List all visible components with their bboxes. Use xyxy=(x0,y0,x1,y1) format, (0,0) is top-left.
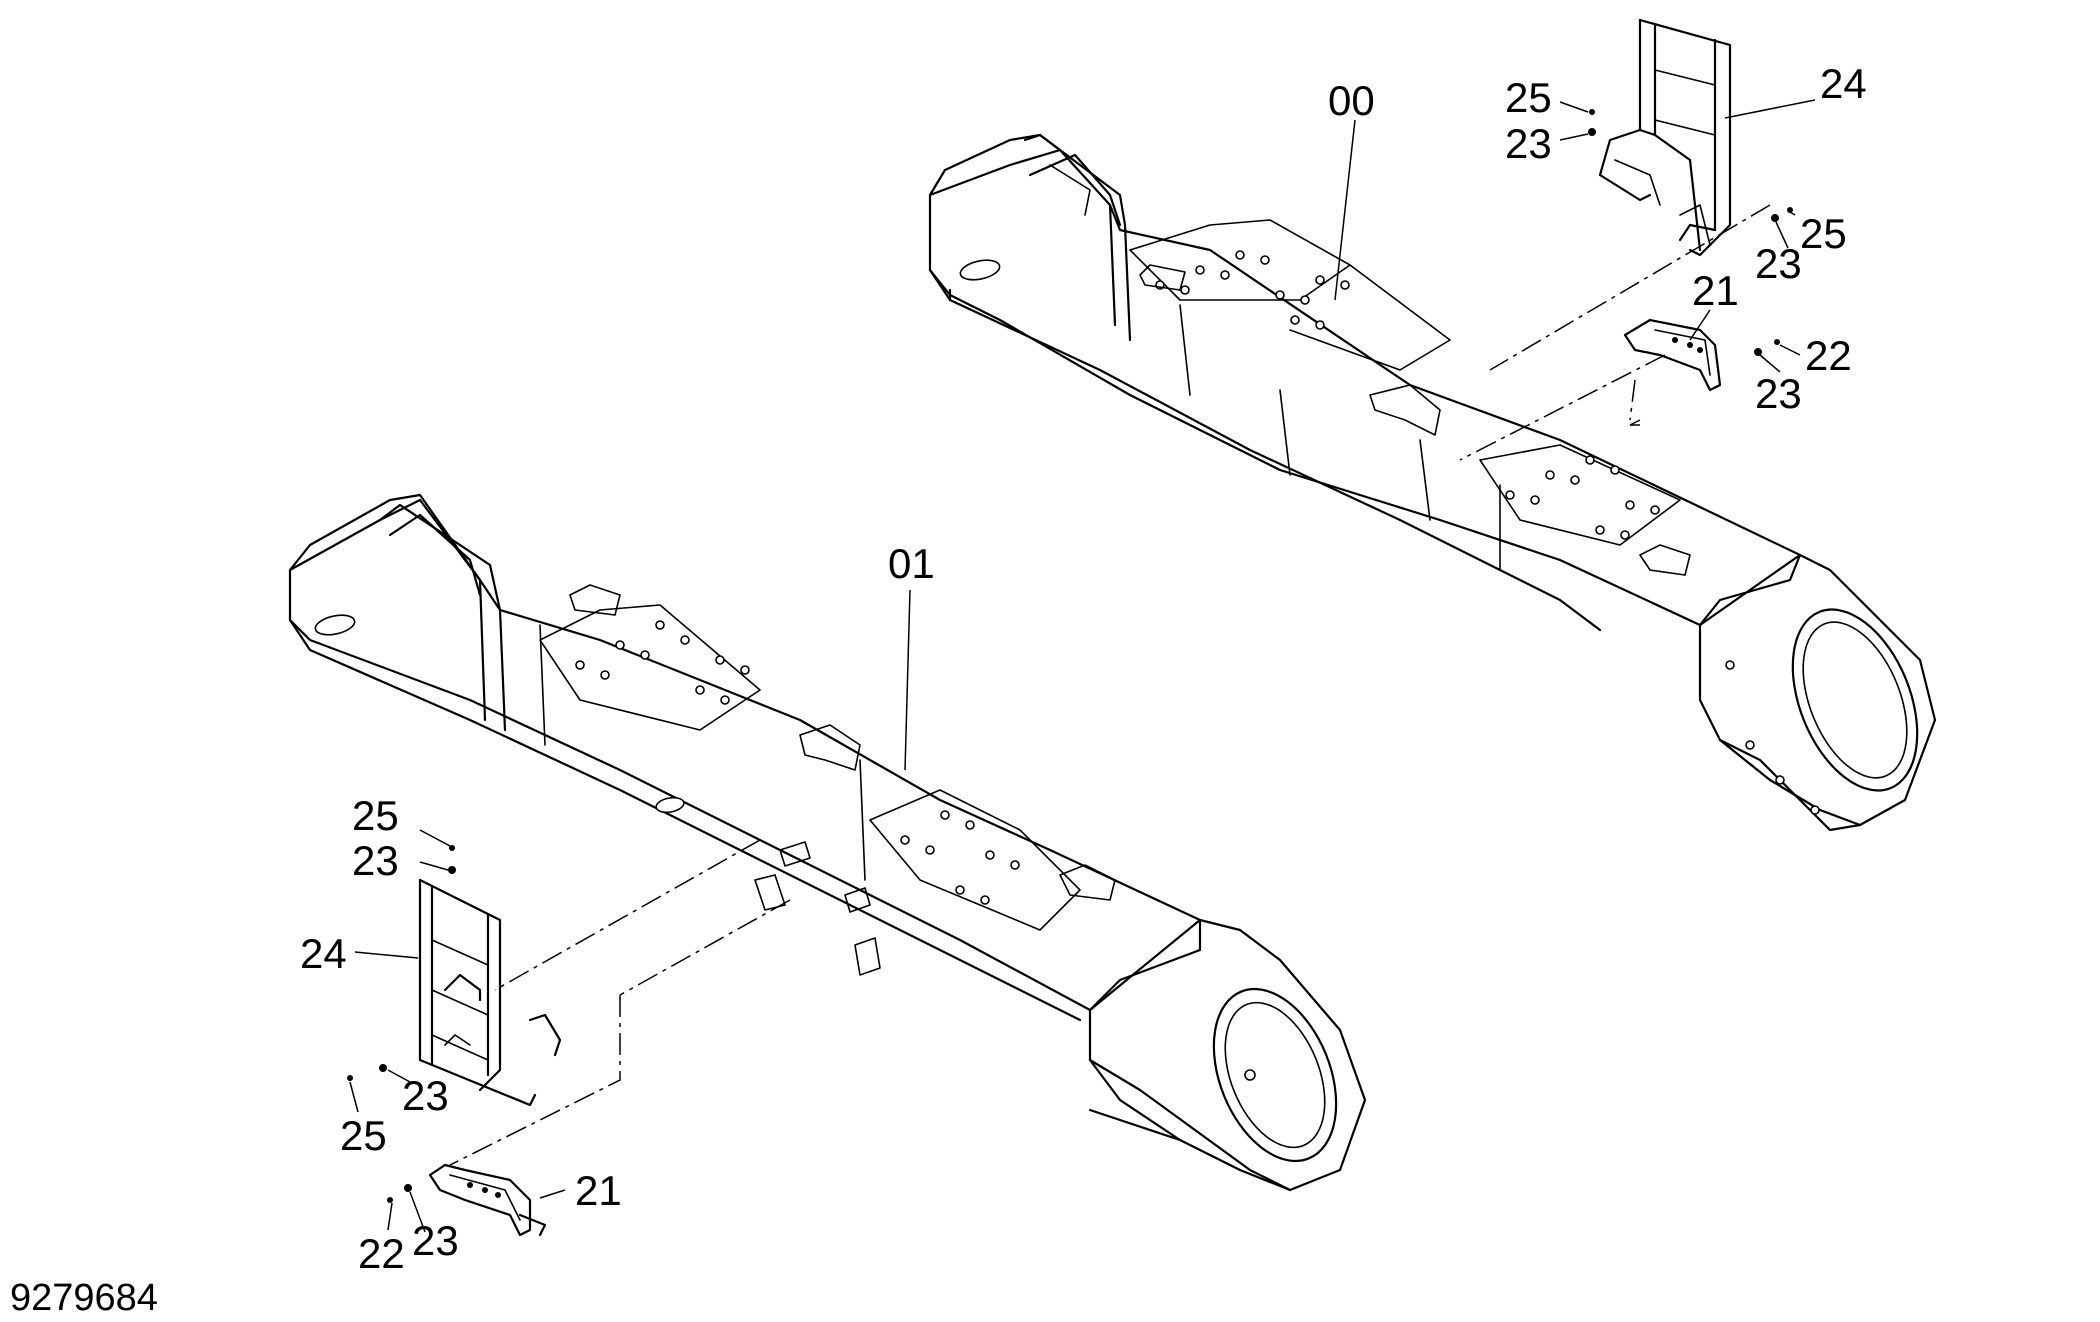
callout-00: 00 xyxy=(1328,77,1375,124)
callout-23-lower-bottom: 23 xyxy=(402,1072,449,1119)
document-number: 9279684 xyxy=(10,1277,158,1319)
callout-01: 01 xyxy=(888,540,935,587)
callout-23-lower-bolt: 23 xyxy=(412,1217,459,1264)
leader-lines xyxy=(349,99,1816,1233)
track-frame-lower xyxy=(288,493,1367,1192)
bolt-holes-upper-1 xyxy=(1155,250,1350,330)
idler-yoke-upper xyxy=(1698,553,1937,832)
callout-22-lower: 22 xyxy=(358,1230,405,1277)
callout-24-lower: 24 xyxy=(300,930,347,977)
callout-21-lower: 21 xyxy=(575,1167,622,1214)
track-frame-upper xyxy=(928,133,1937,832)
ladder-upper xyxy=(1598,18,1732,257)
callout-22-upper: 22 xyxy=(1805,332,1852,379)
fasteners xyxy=(347,109,1793,1203)
ladder-lower xyxy=(418,878,562,1107)
handle-upper xyxy=(1623,318,1722,392)
bolt-holes-lower-2 xyxy=(900,810,1020,905)
callout-21-upper: 21 xyxy=(1692,267,1739,314)
handle-lower xyxy=(428,1163,547,1237)
callout-24-upper: 24 xyxy=(1820,60,1867,107)
callout-25-upper-top: 25 xyxy=(1505,74,1552,121)
callout-23-upper-top: 23 xyxy=(1505,120,1552,167)
idler-yoke-lower xyxy=(1088,918,1367,1192)
callout-23-lower-top: 23 xyxy=(352,837,399,884)
bolt-holes-lower-1 xyxy=(575,620,750,705)
callout-25-upper-right: 25 xyxy=(1800,210,1847,257)
assembly-lines xyxy=(449,204,1771,1166)
callout-23-upper-bolt: 23 xyxy=(1755,370,1802,417)
bolt-holes-upper-2 xyxy=(1505,455,1660,540)
callout-25-lower-bottom: 25 xyxy=(340,1112,387,1159)
callout-23-upper-right: 23 xyxy=(1755,240,1802,287)
callout-25-lower-top: 25 xyxy=(352,792,399,839)
